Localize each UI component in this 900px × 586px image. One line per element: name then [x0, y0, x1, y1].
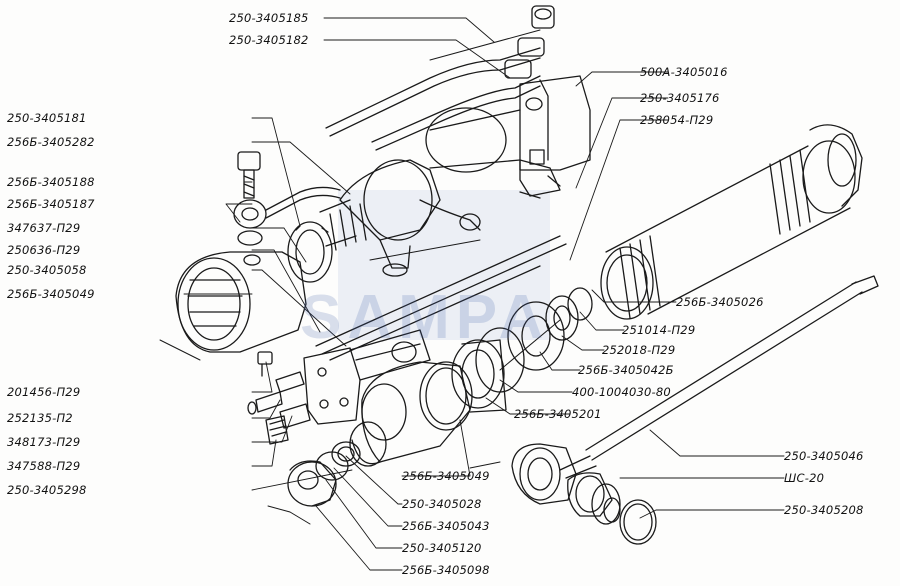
part-label: 252135-П2: [7, 411, 73, 425]
rod-end-parts: [511, 443, 657, 545]
guide-lines: [159, 29, 561, 525]
bottom-seals: [287, 441, 361, 507]
main-cylinder: [600, 124, 863, 320]
part-label: 250-3405176: [640, 91, 720, 105]
distributor-body: [425, 75, 591, 199]
part-label: 347588-П29: [7, 459, 81, 473]
part-label: 400-1004030-80: [572, 385, 671, 399]
part-label: 251014-П29: [622, 323, 696, 337]
piston-rod: [559, 275, 879, 479]
part-label: 252018-П29: [602, 343, 676, 357]
part-label: 256Б-3405026: [676, 295, 764, 309]
small-fittings: [247, 351, 311, 445]
part-label: ШС-20: [784, 471, 825, 485]
housing-center: [319, 159, 481, 277]
part-label: 256Б-3405282: [7, 135, 95, 149]
part-label: 256Б-3405187: [7, 197, 95, 211]
part-label: 250-3405046: [784, 449, 864, 463]
part-label: 348173-П29: [7, 435, 81, 449]
part-label: 201456-П29: [7, 385, 81, 399]
watermark: SAMPA: [300, 283, 550, 352]
long-rods: [315, 235, 567, 361]
part-label: 258054-П29: [640, 113, 714, 127]
part-label: 256Б-3405049: [402, 469, 490, 483]
large-nut-left: [175, 251, 307, 353]
part-label: 250-3405058: [7, 263, 87, 277]
ring-stack: [419, 287, 593, 431]
bolt-fitting-left: [233, 151, 341, 246]
part-label: 347637-П29: [7, 221, 81, 235]
part-label: 250-3405181: [7, 111, 87, 125]
part-label: 256Б-3405188: [7, 175, 95, 189]
flange-plate: [303, 329, 431, 425]
part-label: 250-3405208: [784, 503, 864, 517]
part-label: 500А-3405016: [640, 65, 728, 79]
part-label: 250-3405182: [229, 33, 309, 47]
part-label: 250-3405028: [402, 497, 482, 511]
part-label: 250-3405185: [229, 11, 309, 25]
part-label: 250-3405120: [402, 541, 482, 555]
part-label: 256Б-3405201: [514, 407, 602, 421]
tube-assembly-top: [325, 5, 555, 151]
part-label: 250-3405298: [7, 483, 87, 497]
part-label: 250636-П29: [7, 243, 81, 257]
part-label: 256Б-3405098: [402, 563, 490, 577]
leader-lines: [183, 17, 785, 571]
part-label: 256Б-3405042Б: [578, 363, 674, 377]
part-label: 256Б-3405049: [7, 287, 95, 301]
part-label: 256Б-3405043: [402, 519, 490, 533]
ring-nut: [287, 221, 333, 283]
